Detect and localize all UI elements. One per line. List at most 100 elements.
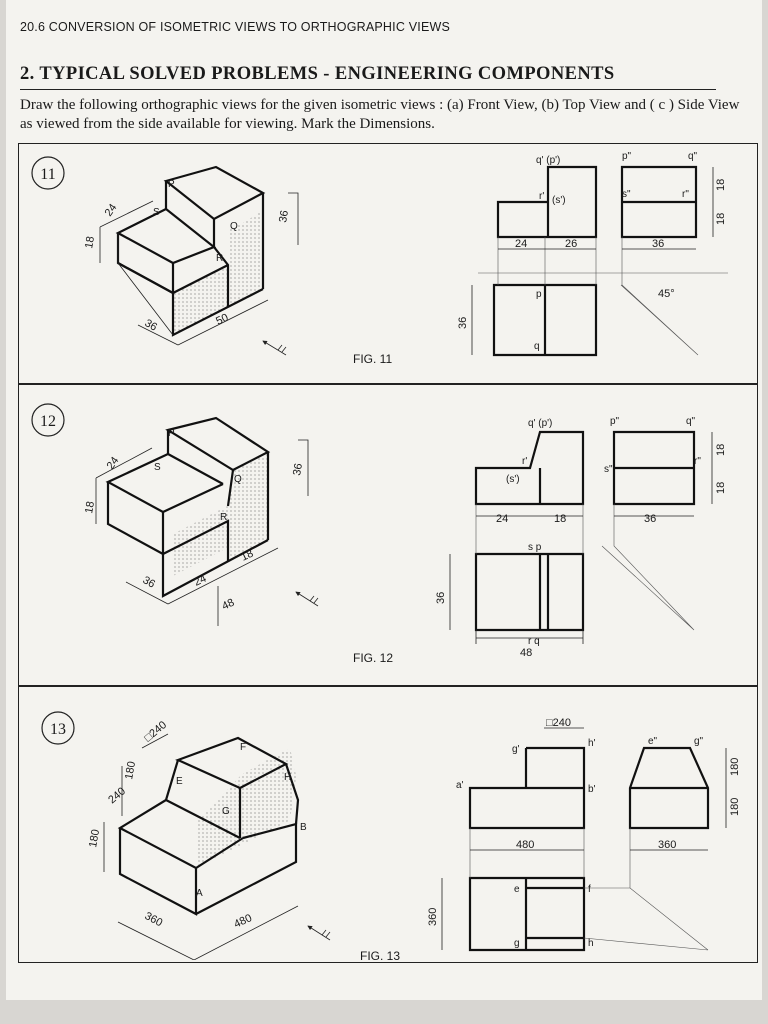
svg-text:180: 180	[123, 760, 138, 780]
problem-number-circle: 13	[41, 711, 75, 745]
svg-text:11: 11	[40, 166, 55, 183]
svg-text:18: 18	[715, 444, 727, 456]
svg-text:18: 18	[239, 548, 255, 564]
svg-text:q": q"	[686, 416, 696, 427]
svg-text:36: 36	[291, 462, 305, 476]
svg-text:b': b'	[588, 784, 596, 795]
svg-text:24: 24	[192, 573, 208, 589]
svg-text:Q: Q	[234, 474, 242, 485]
svg-text:18: 18	[715, 213, 727, 225]
svg-text:S: S	[154, 462, 161, 473]
svg-text:r': r'	[539, 191, 544, 202]
svg-text:50: 50	[214, 312, 230, 328]
svg-text:F: F	[240, 742, 246, 753]
svg-text:H: H	[284, 772, 291, 783]
textbook-page: 20.6 CONVERSION OF ISOMETRIC VIEWS TO OR…	[6, 0, 762, 1000]
svg-text:r": r"	[694, 456, 701, 467]
svg-text:h: h	[588, 938, 594, 949]
svg-text:36: 36	[435, 592, 447, 604]
svg-text:18: 18	[83, 235, 97, 249]
isometric-view: A B E F G H □240 180 240 180 360 480	[87, 719, 331, 960]
svg-text:r q: r q	[528, 636, 540, 647]
svg-text:360: 360	[427, 908, 439, 926]
svg-text:q": q"	[688, 151, 698, 162]
svg-text:g: g	[514, 938, 520, 949]
svg-text:f: f	[588, 884, 591, 895]
svg-text:B: B	[300, 822, 307, 833]
svg-text:36: 36	[457, 317, 469, 329]
problem-number-circle: 11	[31, 156, 65, 190]
svg-text:24: 24	[515, 238, 527, 250]
svg-text:P: P	[168, 179, 175, 190]
svg-text:Q: Q	[230, 221, 238, 232]
svg-text:45°: 45°	[658, 288, 675, 300]
figure-caption: FIG. 12	[353, 651, 393, 665]
problem-13: 13 A B E F G H □240 180 240 180 360 480 …	[41, 711, 741, 960]
problem-number-circle: 12	[31, 403, 65, 437]
row-divider-1	[18, 383, 758, 385]
problem-12: 12 P S Q R 24 18 36 36 24 18 48 FIG. 12	[31, 403, 727, 665]
svg-text:24: 24	[496, 513, 508, 525]
running-head: 20.6 CONVERSION OF ISOMETRIC VIEWS TO OR…	[20, 20, 451, 34]
svg-text:480: 480	[516, 839, 534, 851]
svg-text:q: q	[534, 341, 540, 352]
problem-11: 11 P S Q R 24 18 36 50 36 FIG.	[31, 151, 728, 366]
svg-text:A: A	[196, 888, 203, 899]
instructions-paragraph: Draw the following orthographic views fo…	[20, 97, 740, 132]
svg-text:P: P	[168, 428, 175, 439]
title-rule	[20, 89, 716, 90]
orthographic-views: □240 g' h' a' b' e" g" e f g h 480 360 1…	[427, 717, 741, 952]
svg-text:18: 18	[715, 482, 727, 494]
svg-text:e: e	[514, 884, 520, 895]
svg-text:18: 18	[715, 179, 727, 191]
svg-text:180: 180	[729, 758, 741, 776]
svg-text:(s'): (s')	[552, 195, 566, 206]
svg-text:□240: □240	[546, 717, 571, 729]
svg-text:18: 18	[554, 513, 566, 525]
svg-text:13: 13	[50, 721, 66, 738]
svg-text:s p: s p	[528, 542, 542, 553]
svg-text:24: 24	[103, 202, 120, 219]
svg-text:24: 24	[105, 455, 122, 472]
problems-frame	[18, 143, 758, 963]
svg-text:180: 180	[87, 828, 102, 848]
svg-text:R: R	[216, 253, 223, 264]
svg-text:S: S	[153, 207, 160, 218]
svg-text:36: 36	[141, 574, 158, 591]
row-divider-2	[18, 685, 758, 687]
svg-text:p": p"	[610, 416, 620, 427]
svg-text:480: 480	[232, 912, 254, 931]
svg-text:12: 12	[40, 413, 56, 430]
svg-text:G: G	[222, 806, 230, 817]
isometric-view: P S Q R 24 18 36 50 36	[83, 165, 299, 356]
svg-text:36: 36	[644, 513, 656, 525]
svg-text:p": p"	[622, 151, 632, 162]
svg-text:48: 48	[520, 647, 532, 659]
svg-text:18: 18	[83, 500, 97, 514]
svg-text:p: p	[536, 289, 542, 300]
svg-text:180: 180	[729, 798, 741, 816]
svg-text:a': a'	[456, 780, 464, 791]
svg-text:E: E	[176, 776, 183, 787]
svg-text:r": r"	[682, 189, 689, 200]
svg-text:g': g'	[512, 744, 520, 755]
svg-text:36: 36	[652, 238, 664, 250]
svg-text:360: 360	[658, 839, 676, 851]
svg-text:36: 36	[143, 317, 160, 334]
svg-text:q' (p'): q' (p')	[536, 155, 560, 166]
svg-text:s": s"	[604, 464, 613, 475]
svg-text:(s'): (s')	[506, 474, 520, 485]
figure-caption: FIG. 11	[353, 352, 392, 366]
svg-text:g": g"	[694, 736, 704, 747]
svg-text:e": e"	[648, 736, 658, 747]
svg-text:360: 360	[143, 910, 165, 929]
svg-text:R: R	[220, 512, 227, 523]
section-title: 2. TYPICAL SOLVED PROBLEMS - ENGINEERING…	[20, 64, 615, 84]
figure-caption: FIG. 13	[360, 949, 400, 960]
isometric-view: P S Q R 24 18 36 36 24 18 48	[83, 416, 319, 626]
svg-text:r': r'	[522, 456, 527, 467]
svg-text:h': h'	[588, 738, 596, 749]
svg-text:240: 240	[106, 785, 128, 806]
orthographic-views: q' (p') r' (s') p" q" s" r" s p r q 24 1…	[435, 416, 727, 659]
orthographic-views: q' (p') r' (s') p" q" s" r" p q 24 26 36…	[457, 151, 728, 357]
